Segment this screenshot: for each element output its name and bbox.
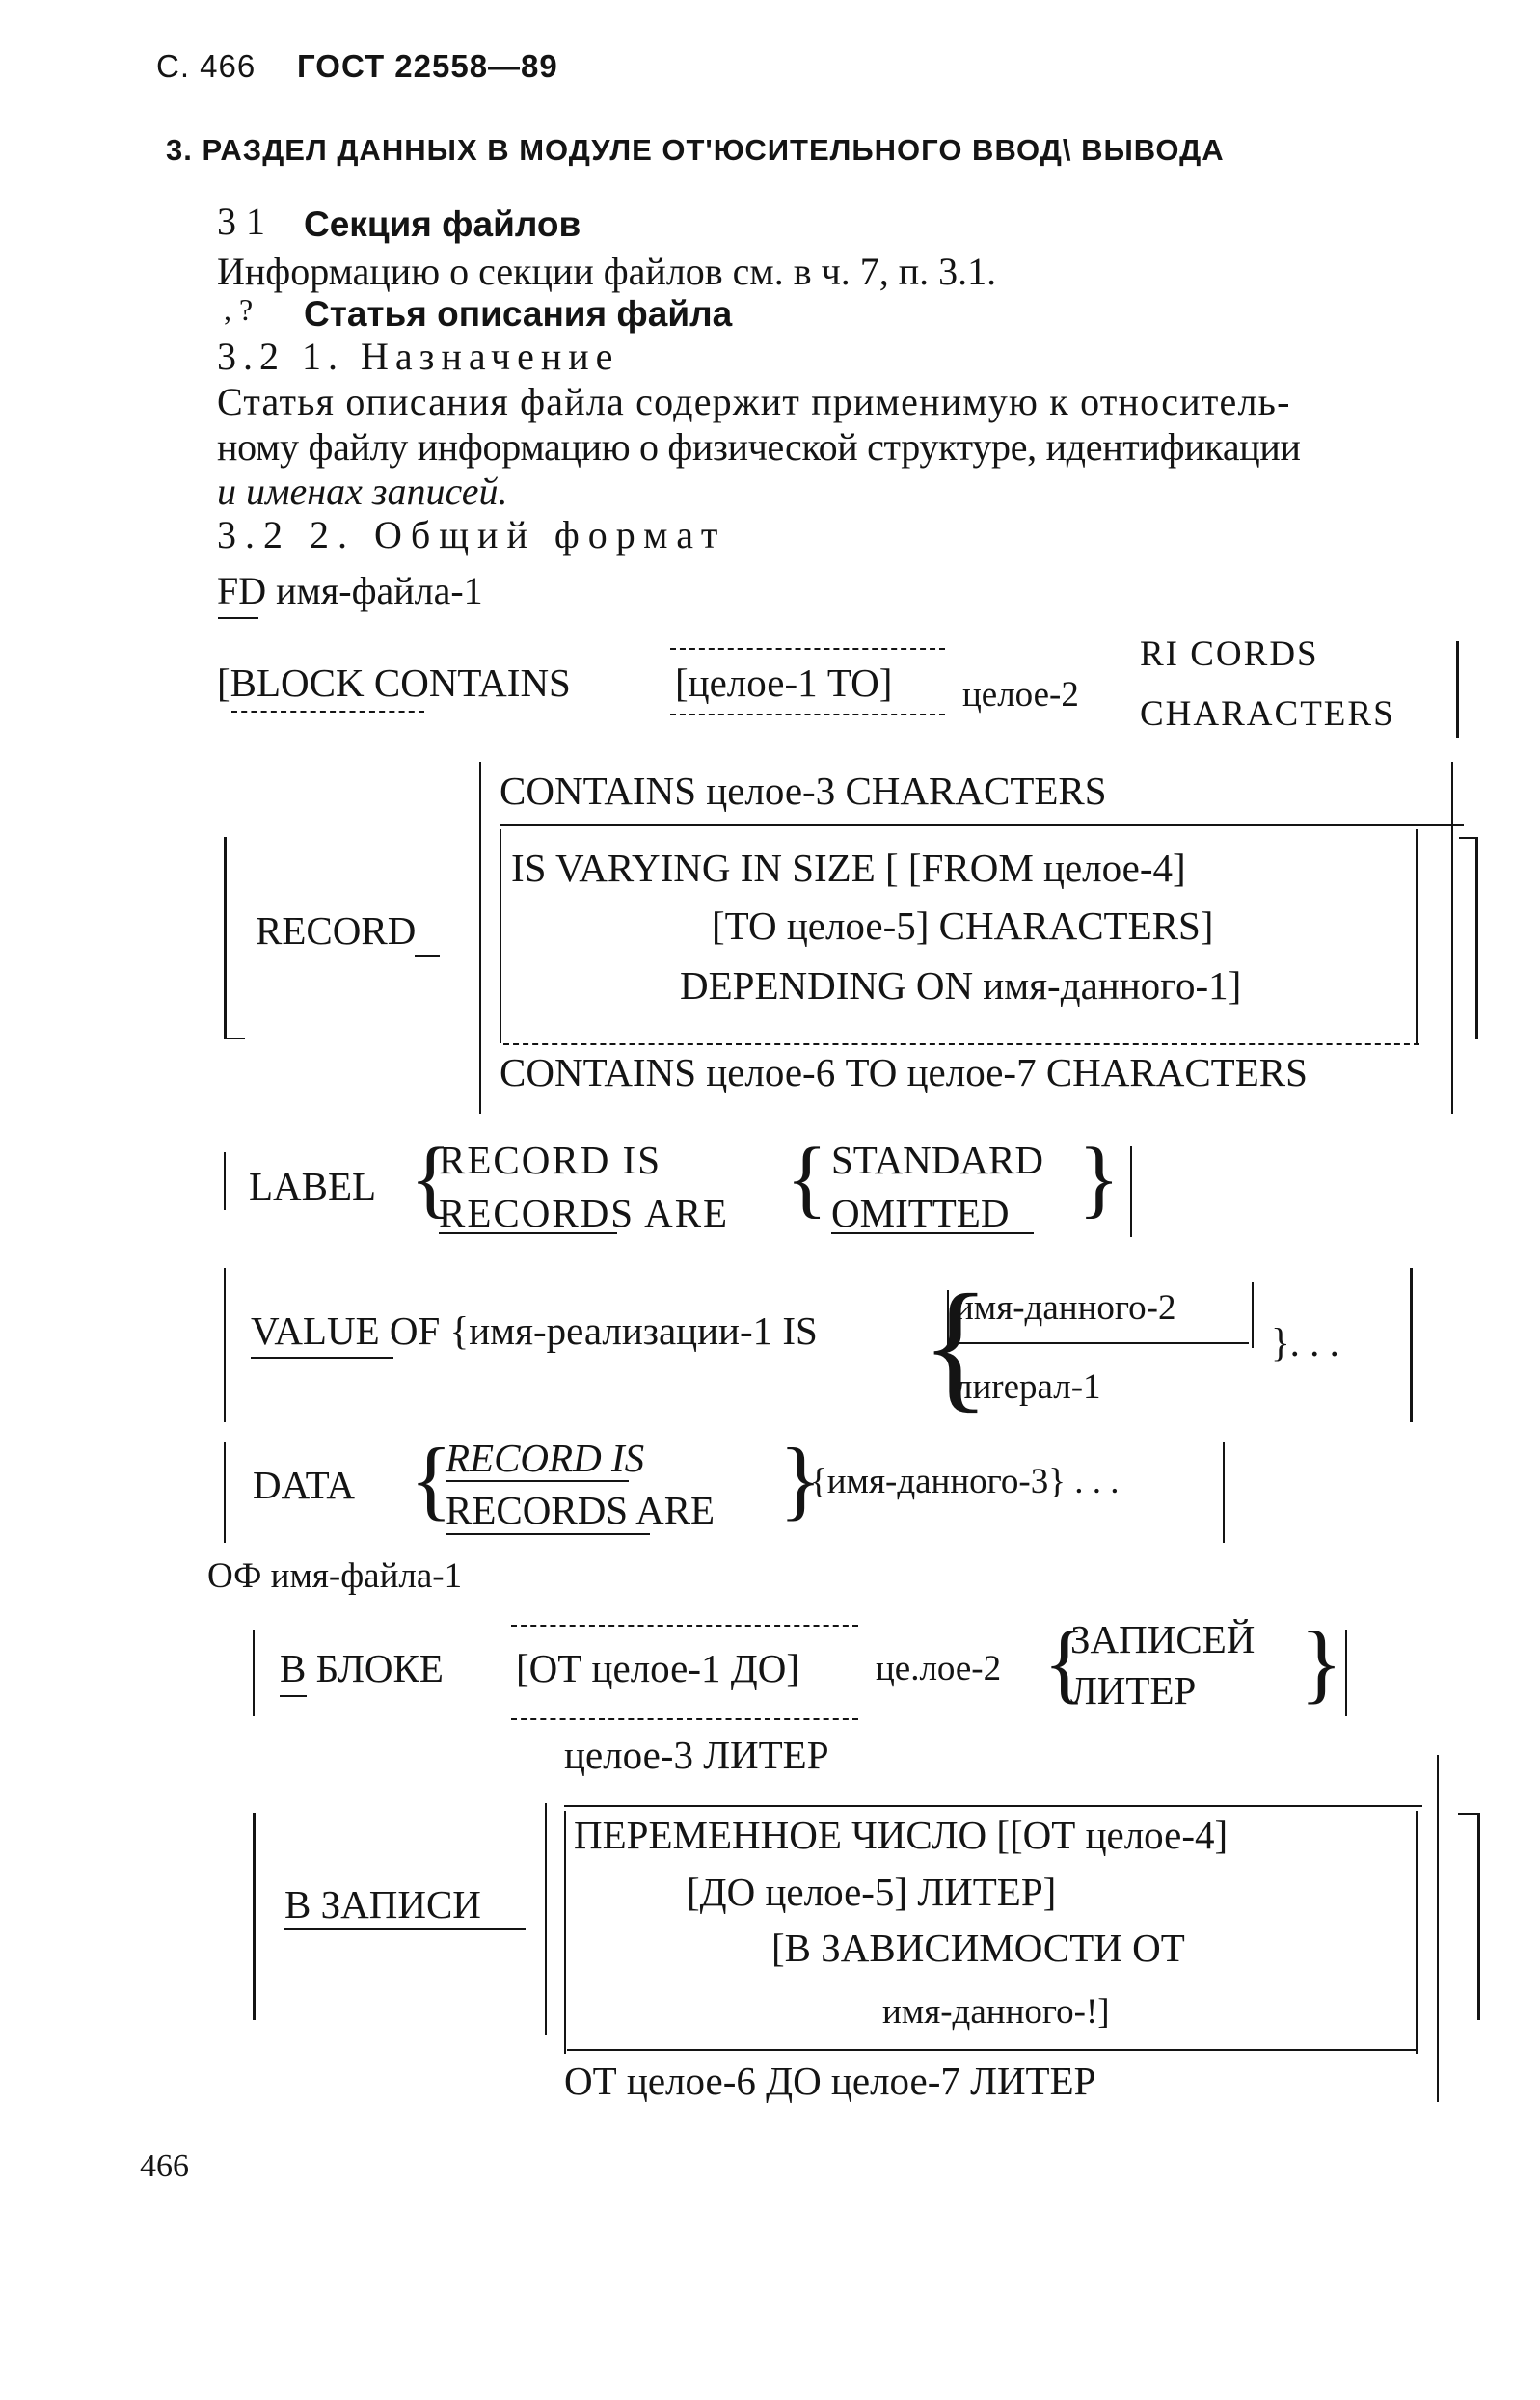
ru-record-alt2-box-left bbox=[564, 1811, 566, 2054]
record-alt2-line1: IS VARYING IN SIZE [ [FROM целое-4] bbox=[511, 846, 1186, 890]
record-brace-left bbox=[479, 762, 481, 1114]
label-record-is: RECORD IS bbox=[439, 1138, 662, 1182]
ru-block-keyword: В БЛОКЕ bbox=[280, 1646, 444, 1690]
ru-block-int2: це.лое-2 bbox=[876, 1649, 1002, 1688]
record-alt3: CONTAINS целое-6 TO целое-7 CHARACTERS bbox=[500, 1050, 1308, 1094]
record-alt2-box-right bbox=[1416, 829, 1418, 1043]
s322-heading: 3.2 2. Общий формат bbox=[217, 513, 727, 556]
s31-text: Информацию о секции файлов см. в ч. 7, п… bbox=[217, 250, 997, 293]
s32-title: Статья описания файла bbox=[304, 294, 733, 334]
record-open-bracket bbox=[224, 837, 227, 1039]
s32-number: , ? bbox=[224, 292, 254, 327]
block-records: RI CORDS bbox=[1140, 634, 1319, 674]
block-int2: целое-2 bbox=[962, 675, 1079, 715]
ru-record-alt1: целое-3 ЛИТЕР bbox=[564, 1733, 829, 1777]
label-keyword: LABEL bbox=[249, 1164, 377, 1208]
record-keyword: RECORD bbox=[256, 908, 417, 953]
standard-number: ГОСТ 22558—89 bbox=[297, 48, 558, 84]
of-line: ОФ имя-файла-1 bbox=[207, 1556, 463, 1596]
fd-underline bbox=[218, 617, 258, 619]
s31-title: Секция файлов bbox=[304, 204, 581, 244]
value-literal1: лиrерал-1 bbox=[955, 1367, 1101, 1407]
ru-record-brace-right bbox=[1437, 1755, 1439, 2102]
ru-record-open-bracket bbox=[253, 1813, 256, 2020]
record-alt2-line2: [TO целое-5] CHARACTERS] bbox=[712, 903, 1214, 948]
data-tail: {имя-данного-3} . . . bbox=[810, 1462, 1120, 1501]
label-omitted: OMITTED bbox=[831, 1191, 1010, 1235]
block-opt-top bbox=[670, 648, 945, 650]
s321-line3: и именах записей. bbox=[217, 470, 508, 513]
value-close-bracket bbox=[1410, 1268, 1413, 1422]
record-alt2-line3: DEPENDING ON имя-данного-1] bbox=[680, 963, 1242, 1008]
data-record-is: RECORD IS bbox=[446, 1436, 645, 1480]
s321-heading: 3.2 1. Назначение bbox=[217, 335, 620, 378]
record-close-bracket bbox=[1475, 837, 1478, 1039]
block-underline bbox=[231, 711, 424, 713]
label-records-are: RECORDS ARE bbox=[439, 1191, 730, 1235]
label-standard: STANDARD bbox=[831, 1138, 1043, 1182]
block-close-bracket bbox=[1456, 641, 1459, 738]
block-optional-int1: [целое-1 TO] bbox=[675, 661, 893, 705]
data-keyword: DATA bbox=[253, 1463, 356, 1507]
value-open-bracket bbox=[224, 1268, 226, 1422]
ru-record-alt2-box-right bbox=[1416, 1811, 1418, 2054]
value-keyword: VALUE OF {имя-реализации-1 IS bbox=[251, 1308, 818, 1353]
s321-line2: ному файлу информацию о физической струк… bbox=[217, 425, 1301, 469]
ru-block-records: ЗАПИСЕЙ bbox=[1070, 1617, 1256, 1661]
record-brace-right bbox=[1451, 762, 1453, 1114]
ru-record-alt2-line3: [В ЗАВИСИМОСТИ ОТ bbox=[771, 1926, 1185, 1970]
record-alt2-box-left bbox=[500, 829, 501, 1043]
block-characters: CHARACTERS bbox=[1140, 694, 1395, 734]
value-dataname2: имя-данного-2 bbox=[955, 1288, 1176, 1328]
ru-record-alt2-line2: [ДО целое-5] ЛИТЕР] bbox=[687, 1870, 1057, 1914]
ru-record-alt2-line4: имя-данного-!] bbox=[882, 1992, 1110, 2032]
block-keyword: [BLOCK CONTAINS bbox=[217, 661, 571, 705]
section-title: 3. РАЗДЕЛ ДАННЫХ В МОДУЛЕ ОТ'ЮСИТЕЛЬНОГО… bbox=[166, 133, 1225, 167]
s31-number: 3 1 bbox=[217, 200, 265, 243]
ru-block-characters: ЛИТЕР bbox=[1070, 1668, 1197, 1712]
ru-block-optional: [ОТ целое-1 ДО] bbox=[516, 1646, 799, 1690]
label-close-bracket bbox=[1130, 1146, 1132, 1237]
ru-record-alt3: ОТ целое-6 ДО целое-7 ЛИТЕР bbox=[564, 2059, 1096, 2103]
ru-record-close-bracket bbox=[1477, 1813, 1480, 2020]
ru-record-brace-left bbox=[545, 1803, 547, 2035]
s321-line1: Статья описания файла содержит примениму… bbox=[217, 380, 1291, 423]
ru-record-keyword: В ЗАПИСИ bbox=[284, 1882, 481, 1927]
data-records-are: RECORDS ARE bbox=[446, 1488, 716, 1532]
ru-record-alt2-line1: ПЕРЕМЕННОЕ ЧИСЛО [[ОТ целое-4] bbox=[574, 1813, 1229, 1857]
page-number: 466 bbox=[140, 2148, 189, 2184]
block-opt-bottom bbox=[670, 714, 945, 715]
fd-line: FD имя-файла-1 bbox=[217, 569, 483, 612]
value-tail: }. . . bbox=[1271, 1320, 1339, 1364]
page-label: С. 466 bbox=[156, 48, 257, 84]
record-alt1: CONTAINS целое-3 CHARACTERS bbox=[500, 769, 1107, 813]
